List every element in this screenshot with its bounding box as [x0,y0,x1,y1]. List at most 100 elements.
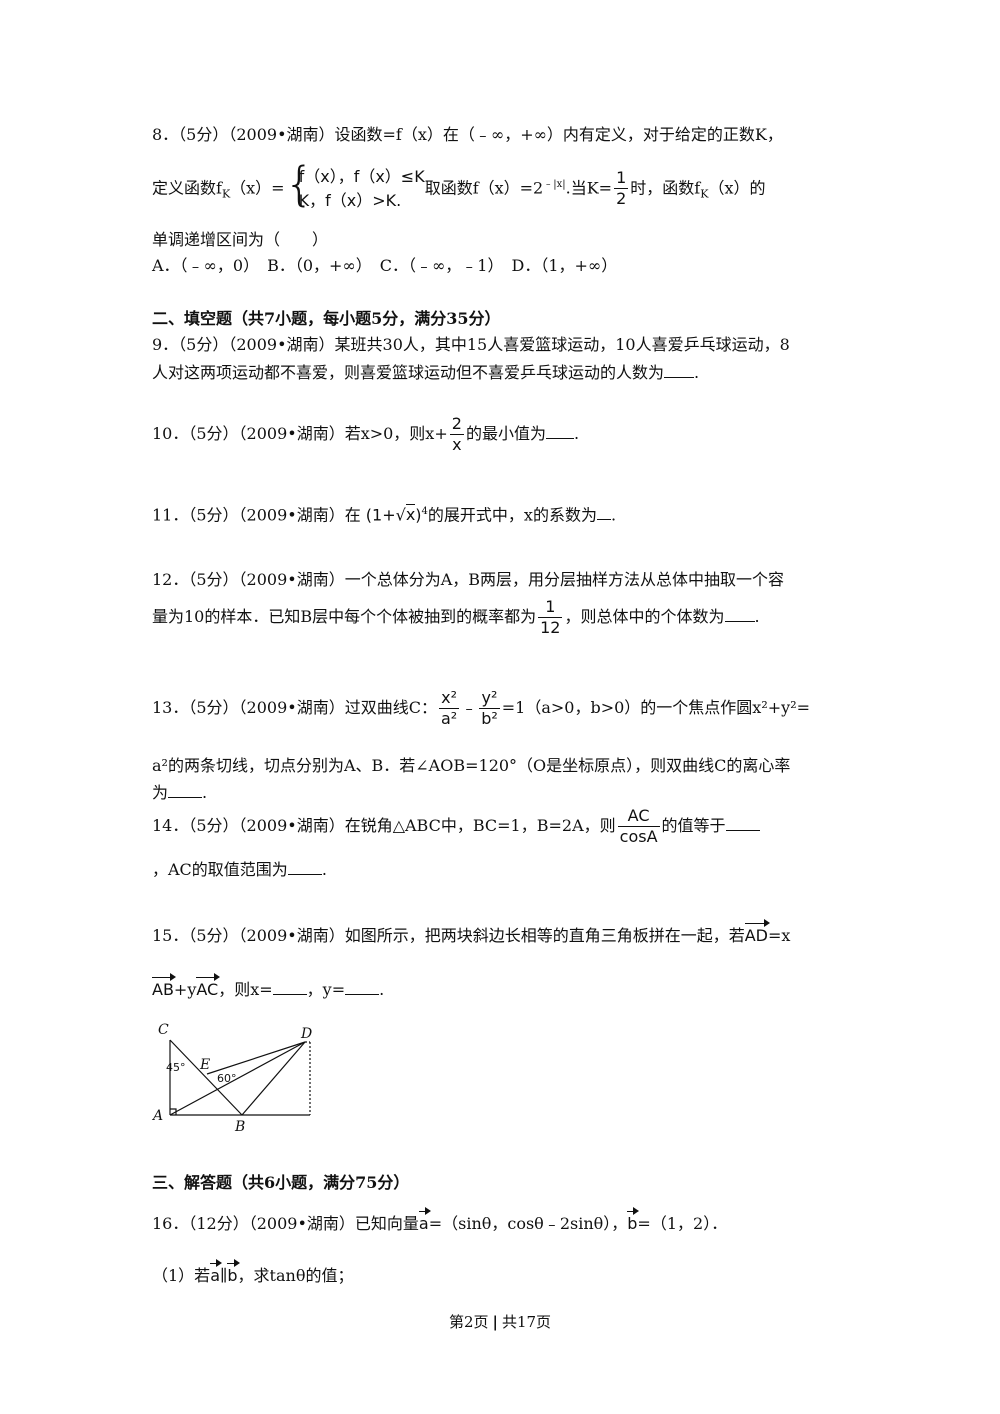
q11-end: . [610,505,617,525]
answer-blank [725,815,760,831]
label-d: D [300,1026,312,1042]
q16-a-val: =（sinθ，cosθ﹣2sinθ）， [428,1214,628,1233]
q14-suffix: 的值等于 [661,816,726,835]
frac-num: 1 [614,168,629,190]
answer-blank [287,859,322,875]
q12-suffix: ，则总体中的个体数为 [564,607,725,626]
frac-den: x [452,435,462,454]
segment-ed [206,1041,306,1075]
q13-line3-prefix: 为 [152,783,169,802]
triangle-figure: C D E A B 45° 60° [151,1022,312,1135]
expr-close: ) [415,505,422,525]
q11-line: 11．（5分）（2009•湖南）在 (1+√x)4的展开式中，x的系数为. [152,502,616,525]
frac-num: 1 [538,597,563,618]
q13-prefix: 13．（5分）（2009•湖南）过双曲线C： [152,698,437,717]
q16-part1: （1）若a∥b，求tanθ的值； [152,1259,354,1286]
frac-den: 2 [616,189,627,209]
frac-num: y² [479,688,500,709]
q8-tail: 时，函数f [630,178,701,198]
q9-end: . [694,363,700,382]
expr-open: (1+ [365,505,396,525]
frac-num: 2 [449,414,464,435]
q8-line1: 8．（5分）（2009•湖南）设函数=f（x）在（﹣∞，+∞）内有定义，对于给定… [152,125,783,144]
sqrt-arg: x [405,504,416,525]
q15-end: . [379,980,385,999]
label-b: B [234,1119,245,1135]
vector-ad: AD [744,919,771,945]
minus-sign: ﹣ [461,698,478,717]
q8-prefix-after: （x）= [230,178,285,198]
section-2-heading: 二、填空题（共7小题，每小题5分，满分35分） [152,309,501,328]
q14-prefix: 14．（5分）（2009•湖南）在锐角△ABC中，BC=1，B=2A，则 [152,816,616,835]
frac-num: AC [617,806,660,827]
answer-blank [545,423,574,439]
sqrt-symbol: √ [395,505,406,525]
q13-line2: a²的两条切线，切点分别为A、B．若∠AOB=120°（O是坐标原点），则双曲线… [152,756,791,775]
page-footer: 第2页|共17页 [0,1311,1000,1332]
q9-text: 人对这两项运动都不喜爱，则喜爱篮球运动但不喜爱乒乓球运动的人数为 [152,363,665,382]
q13-suffix: =1（a>0，b>0）的一个焦点作圆x²+y²= [501,698,811,717]
answer-blank [168,782,203,798]
q16-part1-prefix: （1）若 [152,1266,211,1285]
answer-blank [596,504,611,521]
case-2: K，f（x）>K. [298,190,402,210]
label-c: C [158,1022,169,1038]
power: 4 [421,506,428,517]
vector-a: a [418,1207,431,1233]
segment-ad [169,1041,306,1116]
total-pages: 共17页 [501,1313,552,1331]
q11-suffix: 的展开式中，x的系数为 [427,505,597,525]
angle-45-label: 45° [166,1061,186,1074]
vector-b: b [227,1259,240,1285]
frac-den: cosA [619,827,658,846]
q8-prefix-sub: K [221,187,231,201]
vector-b: b [627,1207,640,1233]
q15-line2: AB+yAC，则x=，y=. [152,973,385,1000]
q13-end: . [202,783,208,802]
frac-den: a² [440,709,458,728]
q16-part1-suffix: ，求tanθ的值； [237,1266,354,1285]
answer-blank [724,606,755,622]
segment-cb [169,1039,243,1116]
frac-den: b² [481,709,498,728]
vector-a: a [210,1259,222,1285]
q9-line1: 9．（5分）（2009•湖南）某班共30人，其中15人喜爱篮球运动，10人喜爱乒… [152,335,790,354]
q9-line2: 人对这两项运动都不喜爱，则喜爱篮球运动但不喜爱乒乓球运动的人数为. [152,362,699,383]
q12-end: . [754,607,760,626]
q8-line3: 单调递增区间为（ ） [152,230,329,249]
q8-mid-sup: ﹣|x| [543,179,566,190]
frac-num: x² [438,688,460,709]
q8-tail-sub: K [700,187,709,201]
brace-symbol: { [284,156,314,211]
q8-options: A．（﹣∞，0） B．（0，+∞） C．（﹣∞，﹣1） D．（1，+∞） [152,256,618,275]
label-a: A [151,1108,163,1124]
q10-end: . [573,424,580,443]
answer-blank-x [272,979,307,995]
q15-line1: 15．（5分）（2009•湖南）如图所示，把两块斜边长相等的直角三角板拼在一起，… [152,919,790,946]
q13-line3: 为. [152,782,207,803]
q16-prefix: 16．（12分）（2009•湖南）已知向量 [152,1214,419,1233]
case-1: f（x），f（x）≤K [298,166,425,186]
q15-prefix: 15．（5分）（2009•湖南）如图所示，把两块斜边长相等的直角三角板拼在一起，… [152,926,745,945]
q15-plus-y: +y [173,980,197,999]
answer-blank-y [345,979,380,995]
q16-line1: 16．（12分）（2009•湖南）已知向量a=（sinθ，cosθ﹣2sinθ）… [152,1207,727,1234]
q14-line2-prefix: ，AC的取值范围为 [152,860,288,879]
vector-ac: AC [196,973,221,999]
section-3-heading: 三、解答题（共6小题，满分75分） [152,1173,410,1192]
angle-60-label: 60° [217,1072,237,1085]
q12-prefix: 量为10的样本．已知B层中每个个体被抽到的概率都为 [152,607,537,626]
page-number: 第2页 [448,1313,489,1331]
q15-mid: ，则x= [218,980,273,999]
footer-separator: | [492,1313,498,1331]
